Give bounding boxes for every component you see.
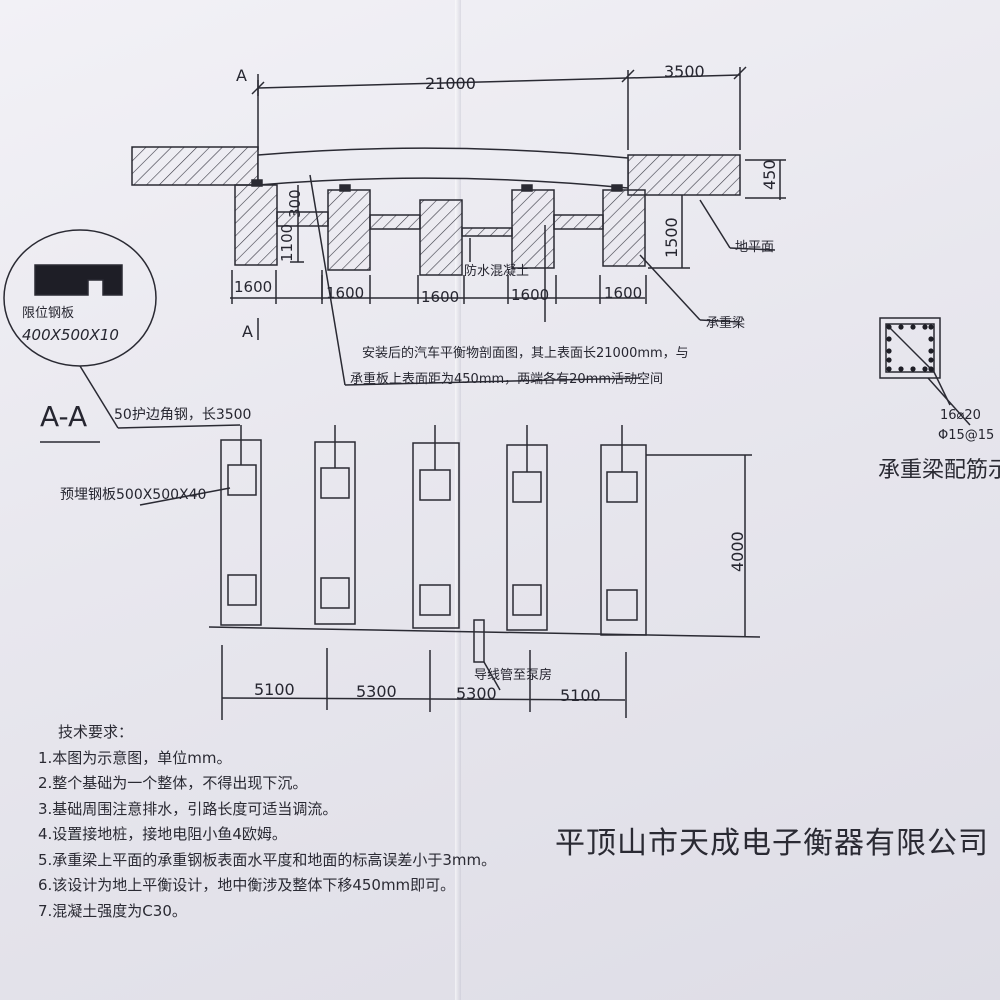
- requirement-item: 3.基础周围注意排水，引路长度可适当调流。: [38, 799, 338, 818]
- dim-4000: 4000: [728, 531, 747, 572]
- spacing-3: 5300: [456, 684, 497, 703]
- note-line-2: 承重板上表面距为450mm，两端各有20mm活动空间: [350, 372, 664, 387]
- spacing-2: 5300: [356, 682, 397, 701]
- limit-plate-size: 400X500X10: [22, 326, 119, 344]
- section-marker-bottom: A: [242, 322, 253, 341]
- rebar-dots: [886, 324, 934, 372]
- requirement-item: 7.混凝土强度为C30。: [38, 901, 187, 920]
- angle-steel-label: 50护边角钢，长3500: [114, 407, 252, 423]
- requirement-item: 4.设置接地桩，接地电阻小鱼4欧姆。: [38, 825, 287, 843]
- technical-requirements: 技术要求： 1.本图为示意图，单位mm。 2.整个基础为一个整体，不得出现下沉。…: [38, 720, 496, 924]
- limit-plate-callout: [3, 229, 241, 443]
- embedded-plate-label: 预埋钢板500X500X40: [60, 487, 207, 503]
- spacing-4: 5100: [560, 686, 601, 705]
- rebar-title: 承重梁配筋示: [878, 458, 1000, 483]
- section-marker-top: A: [236, 66, 247, 85]
- beam-width-2: 1600: [326, 284, 365, 302]
- beam-width-1: 1600: [234, 278, 273, 296]
- beam-width-5: 1600: [604, 284, 643, 302]
- rebar-diagram: [879, 317, 971, 426]
- requirement-item: 6.该设计为地上平衡设计，地中衡涉及整体下移450mm即可。: [38, 876, 456, 894]
- spacing-1: 5100: [254, 680, 295, 699]
- label-ground: 地平面: [735, 240, 775, 255]
- conduit-label: 导线管至泵房: [474, 668, 553, 683]
- paper-fold: [455, 0, 461, 1000]
- dim-450: 450: [760, 159, 779, 190]
- limit-plate-label: 限位钢板: [22, 306, 75, 321]
- company-name: 平顶山市天成电子衡器有限公司: [555, 826, 989, 861]
- requirements-title: 技术要求：: [58, 723, 134, 741]
- rebar-count: 16⌀20: [940, 408, 981, 423]
- dim-300: 300: [286, 189, 304, 218]
- plan-view: [139, 425, 761, 720]
- dim-1100: 1100: [278, 223, 296, 262]
- requirement-item: 5.承重梁上平面的承重钢板表面水平度和地面的标高误差小于3mm。: [38, 850, 497, 869]
- dim-21000: 21000: [425, 74, 476, 93]
- section-aa-title: A-A: [40, 400, 88, 433]
- dim-1500: 1500: [662, 217, 681, 258]
- dim-3500: 3500: [664, 62, 705, 81]
- section-view: [131, 66, 786, 386]
- requirement-item: 1.本图为示意图，单位mm。: [38, 748, 232, 767]
- label-bearing-beam: 承重梁: [706, 316, 746, 331]
- requirement-item: 2.整个基础为一个整体，不得出现下沉。: [38, 774, 308, 792]
- label-waterproof: 防水混凝土: [464, 264, 530, 279]
- beam-width-3: 1600: [421, 288, 460, 306]
- beam-width-4: 1600: [511, 286, 550, 304]
- stirrup-label: Φ15@15: [938, 428, 995, 443]
- note-line-1: 安装后的汽车平衡物剖面图，其上表面长21000mm，与: [362, 346, 689, 361]
